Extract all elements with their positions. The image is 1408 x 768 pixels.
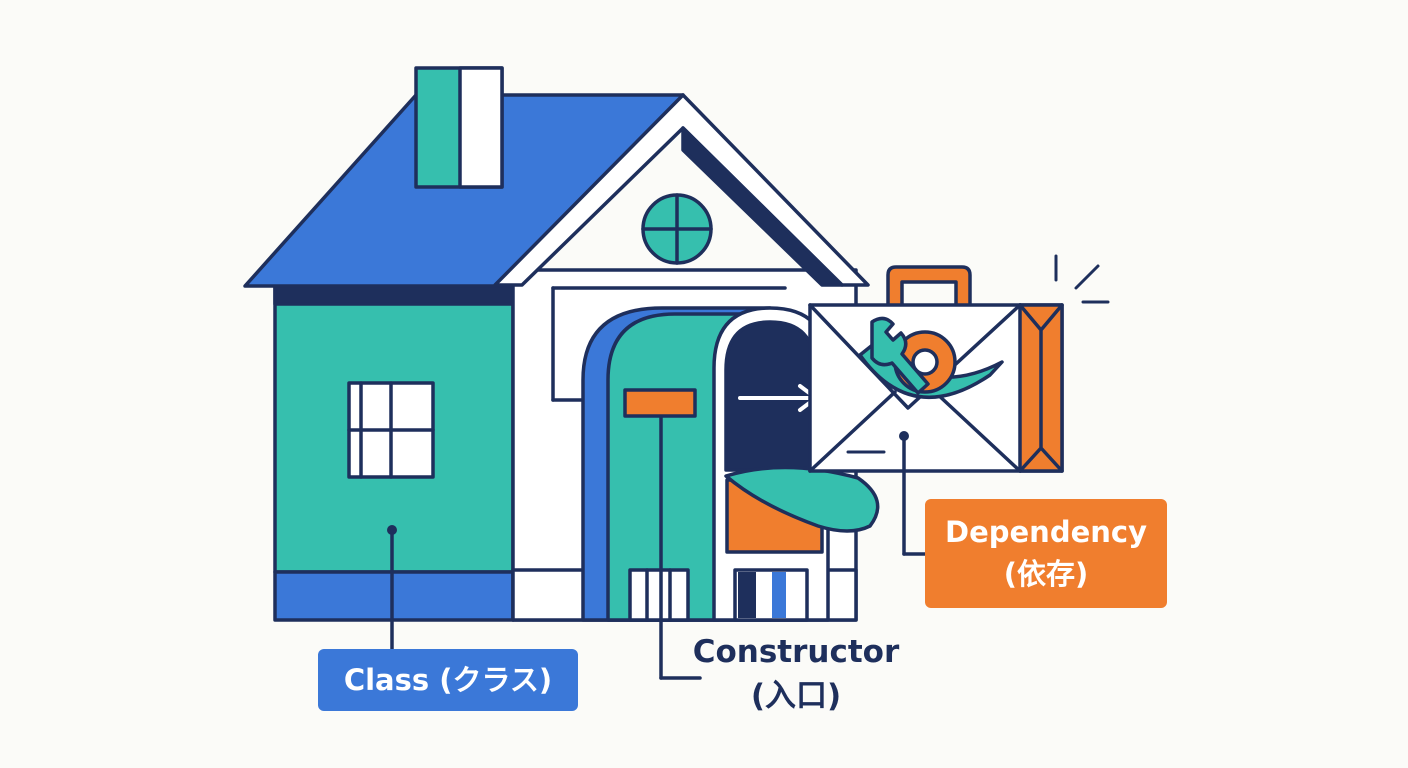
wrench-icon [870, 316, 930, 395]
mailbox-flap [724, 465, 880, 533]
chimney-highlight [458, 66, 504, 189]
class-label-text: Class (クラス) [343, 663, 553, 697]
constructor-label-line2: (入口) [750, 678, 842, 714]
envelope-flap [808, 303, 1022, 410]
window-icon [347, 381, 435, 479]
class-label: Class (クラス) [318, 649, 578, 711]
dependency-label-line2: (依存) [1003, 557, 1089, 591]
round-window-icon [641, 193, 713, 265]
constructor-label: Constructor (入口) [676, 630, 916, 726]
dependency-label: Dependency (依存) [925, 499, 1167, 608]
house-eave [273, 284, 515, 306]
briefcase-handle-icon [886, 265, 972, 308]
dependency-label-line1: Dependency [945, 515, 1147, 549]
house-illustration [243, 66, 685, 622]
sparkle-icon [1054, 254, 1110, 304]
mailbox-slot [623, 388, 697, 418]
envelope-icon [808, 265, 1064, 556]
gable-roof-shade [681, 126, 844, 287]
post-stripes [628, 568, 809, 622]
constructor-label-line1: Constructor [692, 634, 900, 670]
house-base-stripe [273, 570, 515, 622]
